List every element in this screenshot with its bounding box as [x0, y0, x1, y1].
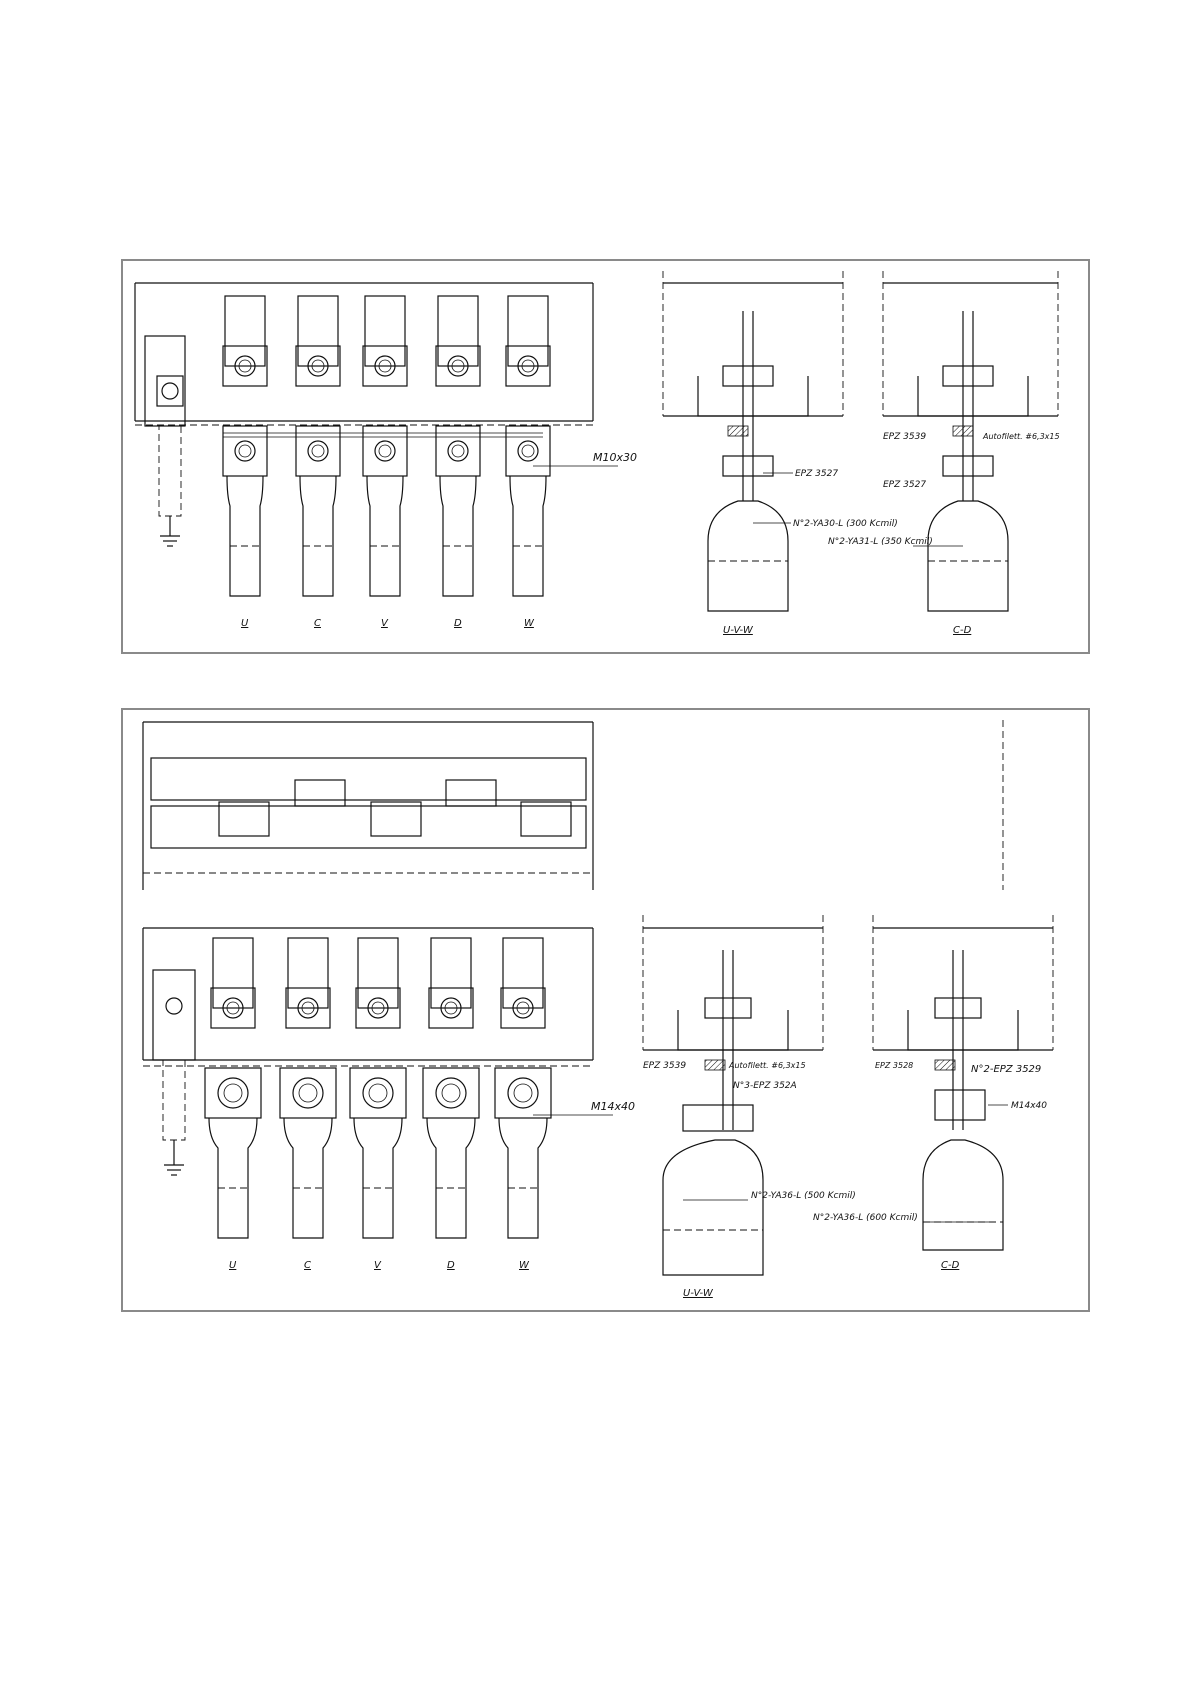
- phase-label-d: D: [454, 618, 462, 629]
- uvw-part-top-label-lower: EPZ 3539: [643, 1061, 686, 1071]
- cd-cable-label-lower: N°2-YA36-L (600 Kcmil): [813, 1213, 918, 1223]
- phase-label-u: U: [229, 1260, 237, 1271]
- uvw-note-label-lower: Autofilett. #6,3x15: [728, 1061, 806, 1070]
- busbar-u: [205, 938, 261, 1238]
- cd-part-top-label: EPZ 3539: [883, 432, 926, 442]
- busbar-d: [436, 296, 480, 596]
- enclosure-outline: [135, 283, 593, 437]
- phase-label-v: V: [381, 618, 389, 629]
- busbar-v: [350, 938, 406, 1238]
- cd-part-label: EPZ 3527: [883, 480, 926, 490]
- uvw-cable-label-lower: N°2-YA36-L (500 Kcmil): [751, 1191, 856, 1201]
- cd-part-top-label-lower: EPZ 3528: [875, 1061, 913, 1070]
- top-drawing-panel: U C V D W M10x30 EPZ 3527 N°2-YA30-L (300 Kc…: [121, 259, 1090, 654]
- section-view-cd-lower: EPZ 3528 N°2-EPZ 3529 M14x40 N°2-YA36-L …: [813, 915, 1053, 1271]
- phase-label-c: C: [304, 1260, 311, 1271]
- busbar-d: [423, 938, 479, 1238]
- bottom-drawing-panel: U C V D W M14x40 EPZ 3539 Autofilett. #6,3x1…: [121, 708, 1090, 1312]
- phase-label-c: C: [314, 618, 321, 629]
- busbar-c: [296, 296, 340, 596]
- busbar-group-lower: [205, 938, 551, 1238]
- section-view-cd: EPZ 3539 Autofilett. #6,3x15 EPZ 3527 N°…: [828, 271, 1060, 636]
- busbar-c: [280, 938, 336, 1238]
- cd-view-title: C-D: [953, 625, 972, 636]
- uvw-cable-label: N°2-YA30-L (300 Kcmil): [793, 519, 898, 529]
- section-view-uvw: EPZ 3527 N°2-YA30-L (300 Kcmil) U-V-W: [663, 271, 898, 636]
- uvw-view-title: U-V-W: [723, 625, 754, 636]
- earth-terminal-lower: [153, 970, 195, 1175]
- busbar-v: [363, 296, 407, 596]
- bottom-drawing: U C V D W M14x40 EPZ 3539 Autofilett. #6,3x1…: [123, 710, 1092, 1314]
- uvw-part-label: EPZ 3527: [795, 469, 838, 479]
- cd-part-label-lower: N°2-EPZ 3529: [971, 1064, 1041, 1075]
- busbar-u: [223, 296, 267, 596]
- phase-label-w: W: [519, 1260, 530, 1271]
- top-drawing: U C V D W M10x30 EPZ 3527 N°2-YA30-L (300 Kc…: [123, 261, 1092, 656]
- section-view-uvw-lower: EPZ 3539 Autofilett. #6,3x15 N°3-EPZ 352…: [643, 915, 856, 1299]
- busbar-group: [223, 296, 550, 596]
- earth-terminal: [145, 336, 185, 546]
- bolt-spec-label-lower: M14x40: [591, 1100, 635, 1113]
- phase-label-w: W: [524, 618, 535, 629]
- busbar-w: [506, 296, 550, 596]
- phase-label-v: V: [374, 1260, 382, 1271]
- cd-cable-label: N°2-YA31-L (350 Kcmil): [828, 537, 933, 547]
- phase-label-u: U: [241, 618, 249, 629]
- cd-view-title-lower: C-D: [941, 1260, 960, 1271]
- top-plan-view: [143, 720, 1003, 890]
- cd-note-label: Autofilett. #6,3x15: [982, 432, 1060, 441]
- cd-bolt-label-lower: M14x40: [1011, 1101, 1047, 1111]
- uvw-view-title-lower: U-V-W: [683, 1288, 714, 1299]
- phase-label-d: D: [447, 1260, 455, 1271]
- bolt-spec-label: M10x30: [593, 451, 637, 464]
- busbar-w: [495, 938, 551, 1238]
- uvw-part-label-lower: N°3-EPZ 352A: [733, 1081, 797, 1091]
